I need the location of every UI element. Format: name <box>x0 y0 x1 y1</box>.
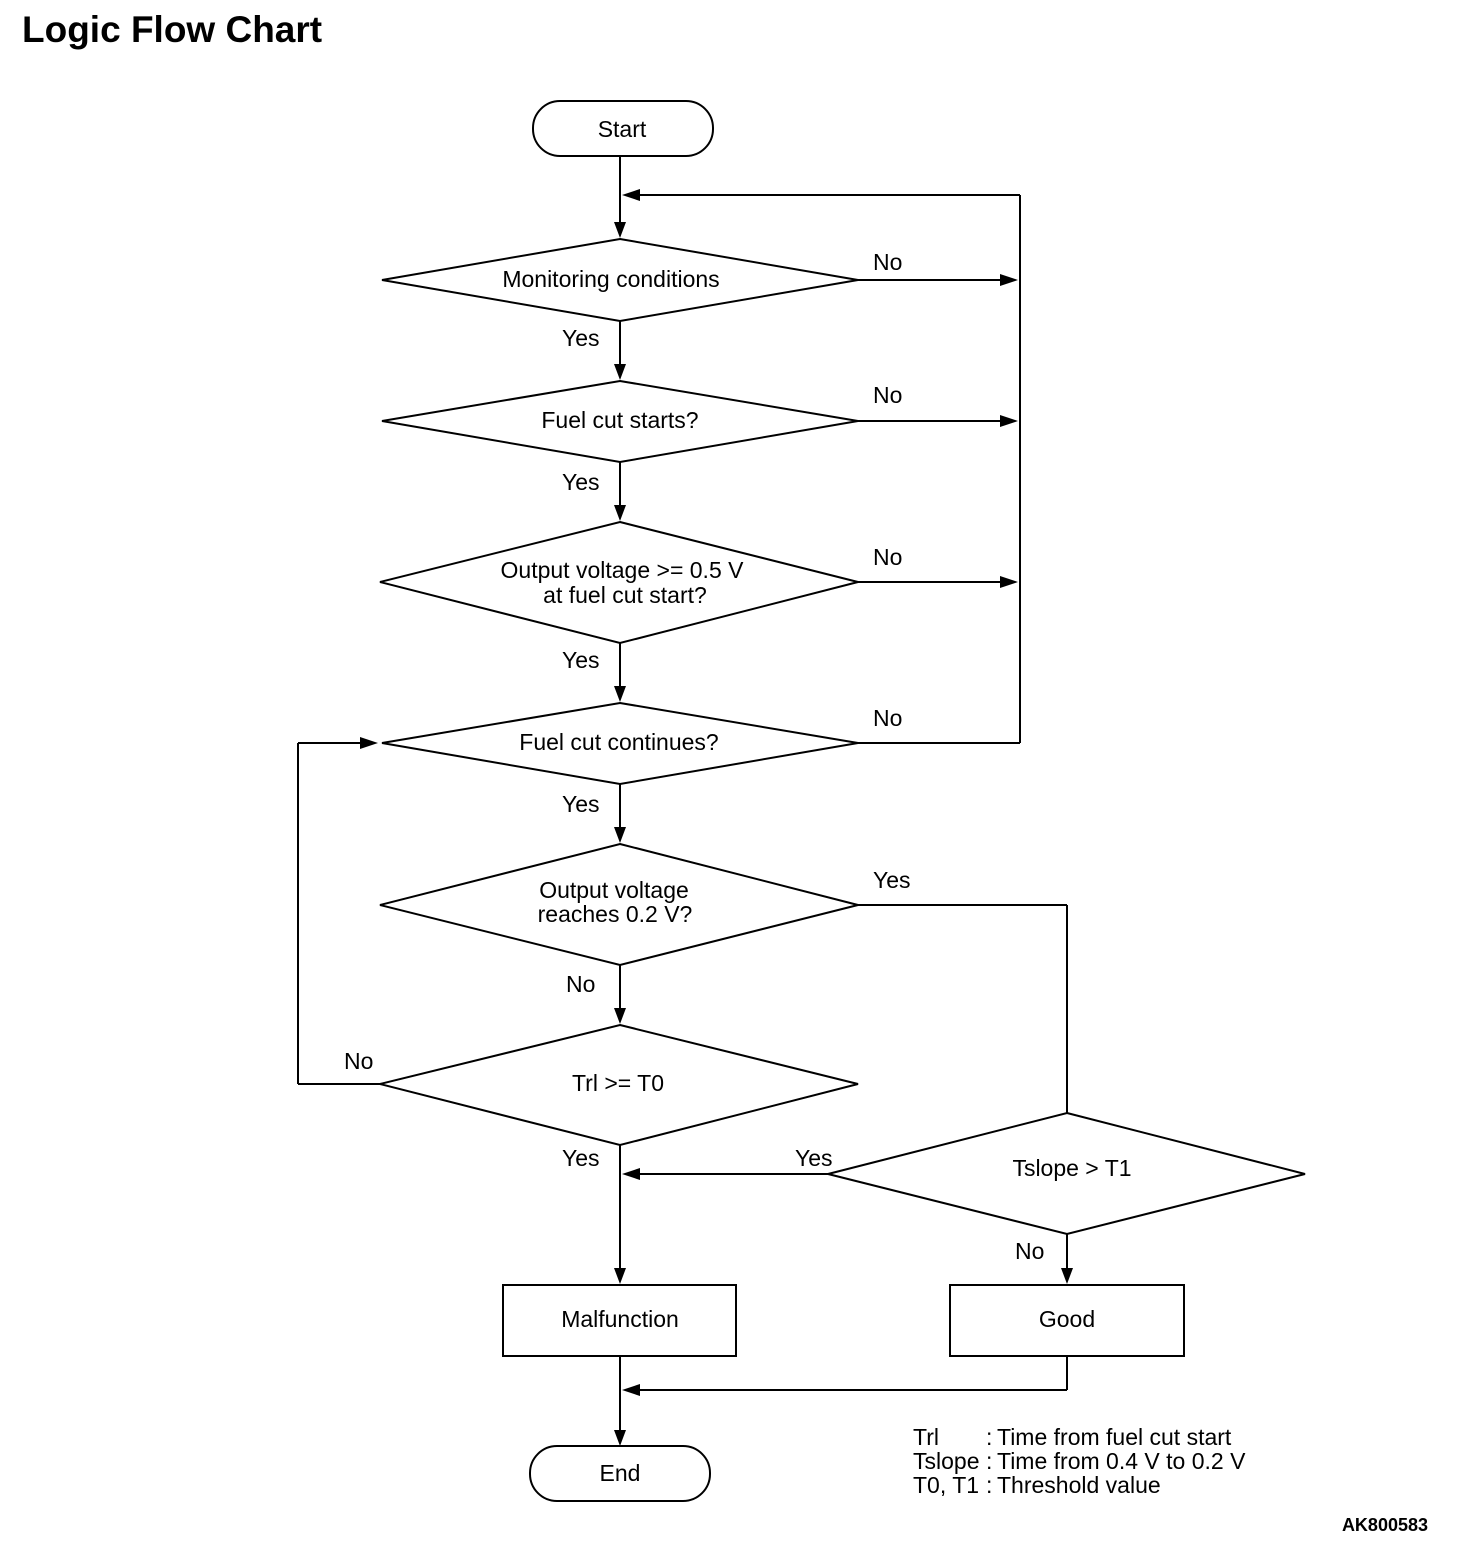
edge-label-output-voltage-05-no: No <box>873 544 902 570</box>
legend-term-trl: Trl <box>913 1424 939 1450</box>
node-start: Start <box>532 100 714 157</box>
decision-fuel-cut-starts: Fuel cut starts? <box>381 379 859 464</box>
legend: Trl : Time from fuel cut start Tslope : … <box>913 1424 1246 1498</box>
decision-fuel-cut-starts-label: Fuel cut starts? <box>541 407 698 433</box>
edge-label-fuel-cut-continues-yes: Yes <box>562 791 600 817</box>
decision-output-voltage-0-5-line2: at fuel cut start? <box>543 582 707 608</box>
legend-sep-t0-t1: : <box>986 1472 992 1498</box>
edge-label-output-voltage-02-no: No <box>566 971 595 997</box>
edge-label-fuel-cut-starts-yes: Yes <box>562 469 600 495</box>
figure-code: AK800583 <box>1342 1515 1428 1535</box>
decision-output-voltage-0-5-line1: Output voltage >= 0.5 V <box>501 557 745 583</box>
decision-trl-t0-label: Trl >= T0 <box>572 1070 664 1096</box>
edge-label-output-voltage-02-yes: Yes <box>873 867 911 893</box>
decision-fuel-cut-continues: Fuel cut continues? <box>381 701 859 786</box>
legend-desc-tslope: Time from 0.4 V to 0.2 V <box>997 1448 1246 1474</box>
node-end: End <box>529 1445 711 1502</box>
decision-output-voltage-0-2-line2: reaches 0.2 V? <box>538 901 693 927</box>
page-title: Logic Flow Chart <box>22 9 322 50</box>
edge-label-tslope-t1-no: No <box>1015 1238 1044 1264</box>
legend-sep-tslope: : <box>986 1448 992 1474</box>
edge-label-trl-t0-no: No <box>344 1048 373 1074</box>
legend-desc-trl: Time from fuel cut start <box>997 1424 1232 1450</box>
decision-output-voltage-0-2-line1: Output voltage <box>539 877 689 903</box>
node-good-label: Good <box>1039 1306 1095 1332</box>
edge-label-monitoring-no: No <box>873 249 902 275</box>
edge-label-monitoring-yes: Yes <box>562 325 600 351</box>
connectors <box>297 156 1073 1446</box>
legend-term-tslope: Tslope <box>913 1448 979 1474</box>
edge-label-output-voltage-05-yes: Yes <box>562 647 600 673</box>
edge-labels: No Yes No Yes No Yes No Yes Yes No No Ye… <box>344 249 1044 1264</box>
decision-output-voltage-0-2: Output voltage reaches 0.2 V? <box>379 842 859 967</box>
node-malfunction-label: Malfunction <box>561 1306 679 1332</box>
decision-monitoring-conditions-label: Monitoring conditions <box>502 266 719 292</box>
edge-label-trl-t0-yes: Yes <box>562 1145 600 1171</box>
node-end-label: End <box>600 1460 641 1486</box>
node-good: Good <box>949 1284 1185 1357</box>
legend-sep-trl: : <box>986 1424 992 1450</box>
node-start-label: Start <box>598 116 647 142</box>
legend-term-t0-t1: T0, T1 <box>913 1472 979 1498</box>
decision-fuel-cut-continues-label: Fuel cut continues? <box>519 729 718 755</box>
decision-tslope-t1: Tslope > T1 <box>827 1111 1306 1236</box>
legend-desc-t0-t1: Threshold value <box>997 1472 1161 1498</box>
node-malfunction: Malfunction <box>502 1284 737 1357</box>
decision-trl-t0: Trl >= T0 <box>379 1023 859 1147</box>
edge-label-fuel-cut-starts-no: No <box>873 382 902 408</box>
decision-output-voltage-0-5: Output voltage >= 0.5 V at fuel cut star… <box>379 520 859 645</box>
decision-tslope-t1-label: Tslope > T1 <box>1012 1155 1131 1181</box>
decision-monitoring-conditions: Monitoring conditions <box>381 237 859 323</box>
edge-label-tslope-t1-yes: Yes <box>795 1145 833 1171</box>
edge-label-fuel-cut-continues-no: No <box>873 705 902 731</box>
